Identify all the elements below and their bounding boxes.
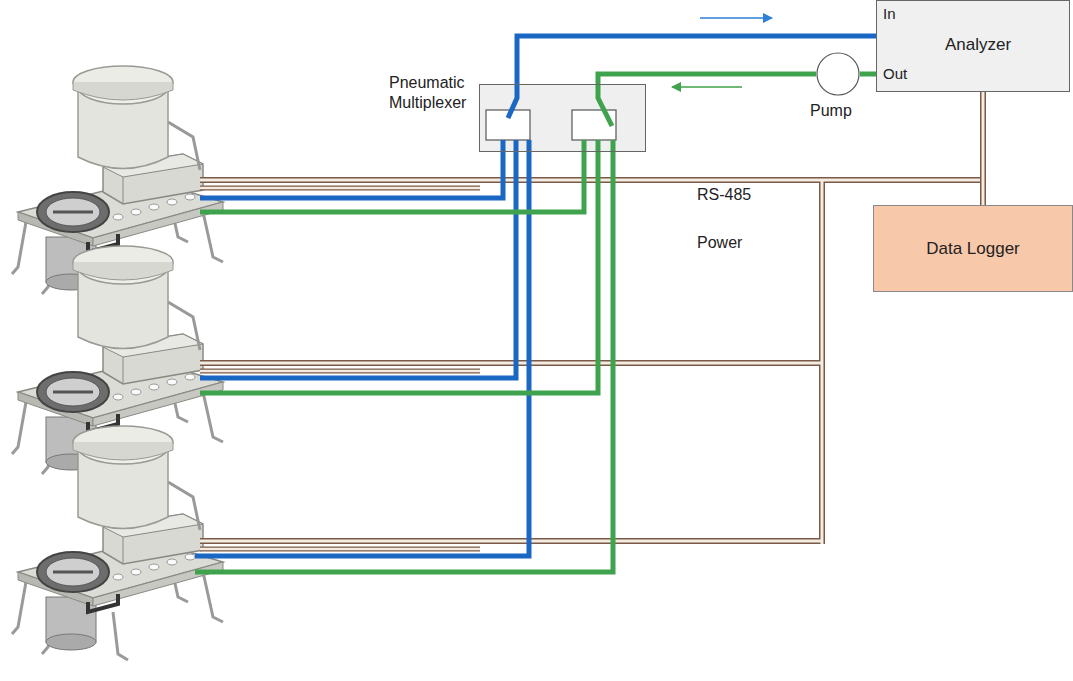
- sample-tube: [195, 140, 529, 556]
- data-logger-box: Data Logger: [873, 205, 1073, 292]
- multiplexer-box: Pneumatic Multiplexer: [479, 84, 646, 152]
- return-tube: [195, 140, 613, 572]
- flow-arrow: [672, 86, 742, 88]
- signal-label: RS-485 Power: [697, 171, 763, 267]
- component-name: Analyzer: [945, 35, 1011, 55]
- cable: [980, 92, 986, 205]
- cable-core: [982, 92, 985, 205]
- analyzer-box: InAnalyzerOut: [876, 0, 1070, 92]
- valve-switch: [508, 84, 517, 118]
- component-name: Data Logger: [926, 239, 1020, 259]
- pump-circle: Pump: [816, 52, 860, 96]
- valve-switch: [598, 84, 612, 126]
- chamber-illustration: [12, 426, 223, 660]
- component-label: Pump: [810, 102, 852, 120]
- tube: [598, 74, 816, 84]
- heading-label: Pneumatic Multiplexer: [389, 73, 477, 113]
- flow-arrow: [700, 17, 772, 19]
- pump-outline: [816, 52, 860, 96]
- port-label: In: [883, 5, 896, 22]
- port-label: Out: [883, 65, 907, 82]
- tube: [860, 72, 876, 77]
- cable: [200, 180, 983, 549]
